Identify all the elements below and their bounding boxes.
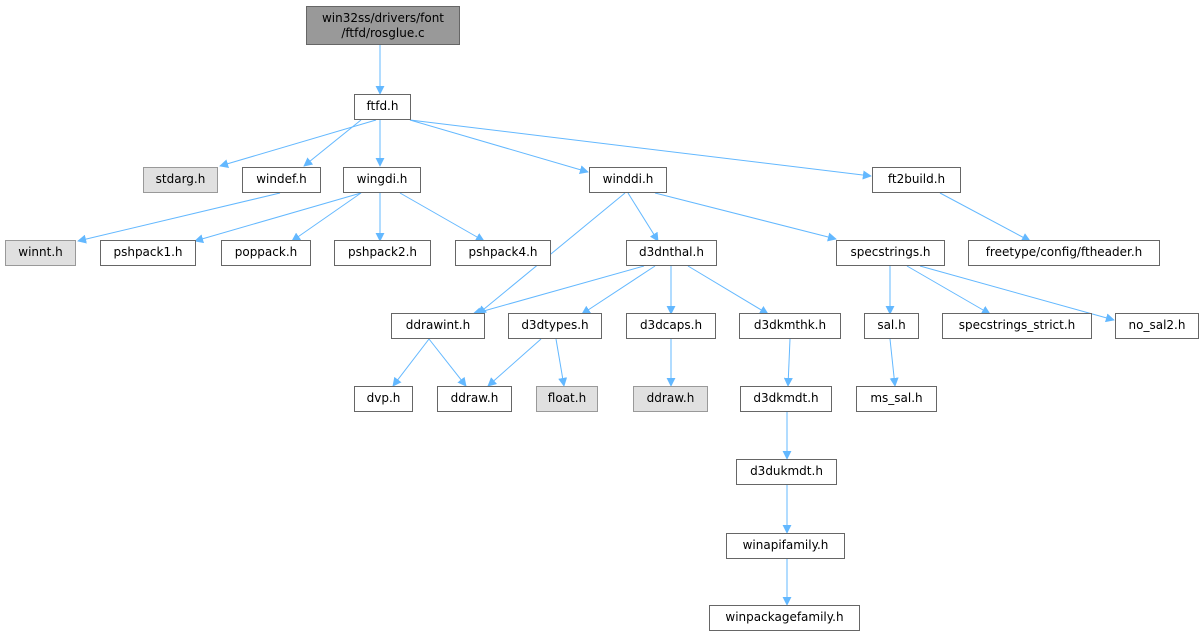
node-d3dnthal-h[interactable]: d3dnthal.h: [626, 240, 717, 266]
node-specstrings-strict-h[interactable]: specstrings_strict.h: [942, 313, 1092, 339]
dependency-edge-24: [487, 338, 542, 387]
node-float-h[interactable]: float.h: [536, 386, 598, 412]
dependency-edge-18: [687, 265, 769, 315]
node-winapifamily-h[interactable]: winapifamily.h: [726, 533, 845, 559]
dependency-edge-13: [654, 192, 837, 242]
node-ddrawint-h[interactable]: ddrawint.h: [391, 313, 485, 339]
dependency-edge-1: [219, 119, 377, 169]
dependency-edge-10: [399, 192, 485, 242]
node-d3dkmdt-h[interactable]: d3dkmdt.h: [740, 386, 832, 412]
node-winddi-h[interactable]: winddi.h: [589, 167, 667, 193]
dependency-edge-8: [291, 192, 362, 242]
dependency-edge-28: [889, 338, 899, 387]
node-windef-h[interactable]: windef.h: [242, 167, 321, 193]
node-ddraw-h[interactable]: ddraw.h: [437, 386, 512, 412]
node-winpackagefamily-h[interactable]: winpackagefamily.h: [709, 605, 860, 631]
node-wingdi-h[interactable]: wingdi.h: [343, 167, 421, 193]
dependency-edge-12: [627, 192, 659, 242]
node-d3dcaps-h[interactable]: d3dcaps.h: [626, 313, 716, 339]
dependency-edge-6: [77, 192, 281, 244]
node-ddraw-h-system[interactable]: ddraw.h: [633, 386, 708, 412]
node-freetype-config-ftheader-h[interactable]: freetype/config/ftheader.h: [968, 240, 1160, 266]
dependency-edge-5: [409, 119, 872, 180]
dependency-edge-22: [392, 338, 430, 387]
node-dvp-h[interactable]: dvp.h: [354, 386, 413, 412]
node-pshpack2-h[interactable]: pshpack2.h: [334, 240, 431, 266]
node-ms-sal-h[interactable]: ms_sal.h: [856, 386, 937, 412]
node-winnt-h[interactable]: winnt.h: [5, 240, 76, 266]
node-d3dukmdt-h[interactable]: d3dukmdt.h: [736, 459, 837, 485]
node-d3dtypes-h[interactable]: d3dtypes.h: [508, 313, 602, 339]
dependency-edge-2: [303, 119, 362, 167]
node-pshpack4-h[interactable]: pshpack4.h: [455, 240, 551, 266]
dependency-edge-4: [409, 119, 589, 175]
node-specstrings-h[interactable]: specstrings.h: [836, 240, 945, 266]
node-pshpack1-h[interactable]: pshpack1.h: [100, 240, 196, 266]
dependency-edge-23: [428, 338, 467, 387]
dependency-edge-7: [194, 192, 362, 244]
dependency-edge-11: [477, 192, 626, 315]
dependency-edge-21: [919, 265, 1115, 323]
node-no-sal2-h[interactable]: no_sal2.h: [1115, 313, 1199, 339]
node-ftfd-h[interactable]: ftfd.h: [354, 94, 411, 120]
dependency-edge-14: [939, 192, 1031, 242]
node-rosglue-c-line2: /ftfd/rosglue.c: [341, 26, 425, 40]
node-d3dkmthk-h[interactable]: d3dkmthk.h: [739, 313, 841, 339]
dependency-edge-16: [581, 265, 656, 315]
node-stdarg-h[interactable]: stdarg.h: [143, 167, 218, 193]
node-rosglue-c-line1: win32ss/drivers/font: [321, 11, 445, 25]
dependency-edge-27: [783, 338, 793, 387]
node-rosglue-c[interactable]: win32ss/drivers/font /ftfd/rosglue.c: [306, 6, 460, 45]
node-ft2build-h[interactable]: ft2build.h: [872, 167, 961, 193]
node-poppack-h[interactable]: poppack.h: [221, 240, 311, 266]
node-sal-h[interactable]: sal.h: [864, 313, 919, 339]
dependency-edge-20: [906, 265, 991, 315]
dependency-edge-25: [555, 338, 568, 387]
dependency-edge-15: [472, 265, 645, 317]
